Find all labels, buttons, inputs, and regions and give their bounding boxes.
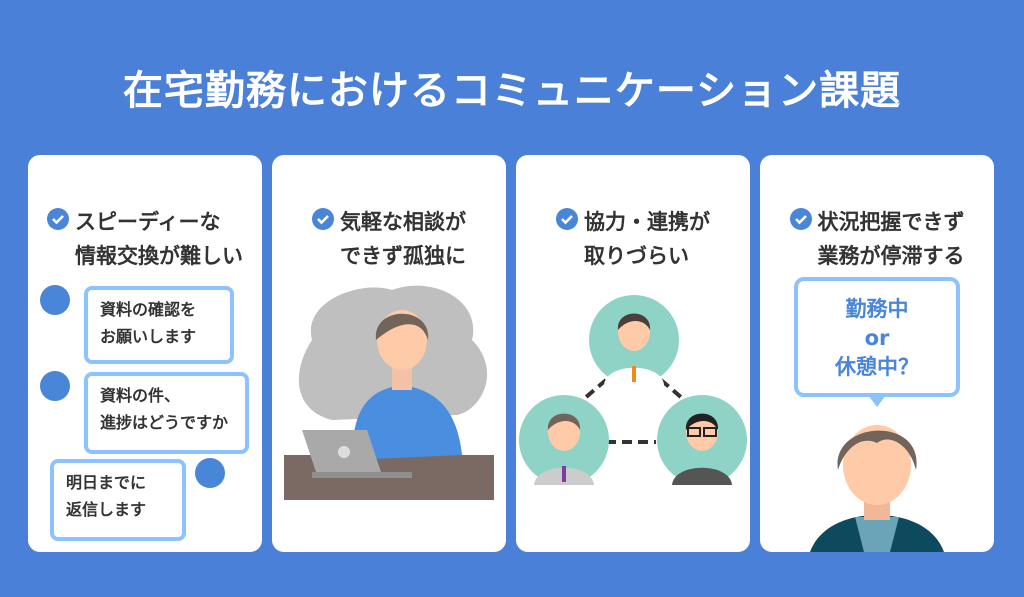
three-people-network-illustration (519, 295, 747, 485)
check-circle-icon (556, 208, 578, 230)
person-faceless-illustration (810, 395, 944, 552)
person-left (519, 395, 609, 485)
card-heading: 協力・連携が取りづらい (584, 210, 710, 268)
check-circle-icon (47, 208, 69, 230)
card-isolation: 気軽な相談ができず孤独に (272, 155, 506, 552)
person-top (589, 295, 679, 385)
person-right (657, 395, 747, 485)
chat-bubble: 明日までに返信します (50, 459, 186, 541)
chat-bubble: 資料の確認をお願いします (84, 286, 234, 364)
card-heading: 気軽な相談ができず孤独に (340, 210, 466, 268)
card-collaboration: 協力・連携が取りづらい (516, 155, 750, 552)
card-heading: スピーディーな情報交換が難しい (75, 210, 243, 268)
avatar-dot (40, 285, 70, 315)
person-alone-illustration (284, 285, 494, 500)
card-speedy-exchange: スピーディーな情報交換が難しい 資料の確認をお願いします 資料の件、進捗はどうで… (28, 155, 262, 552)
check-circle-icon (312, 208, 334, 230)
check-circle-icon (789, 208, 812, 230)
chat-bubble: 資料の件、進捗はどうですか (84, 372, 249, 454)
card-heading: 状況把握できず業務が停滞する (817, 210, 965, 268)
page-title: 在宅勤務におけるコミュニケーション課題 (122, 68, 902, 114)
avatar-dot (195, 458, 225, 488)
avatar-dot (40, 371, 70, 401)
